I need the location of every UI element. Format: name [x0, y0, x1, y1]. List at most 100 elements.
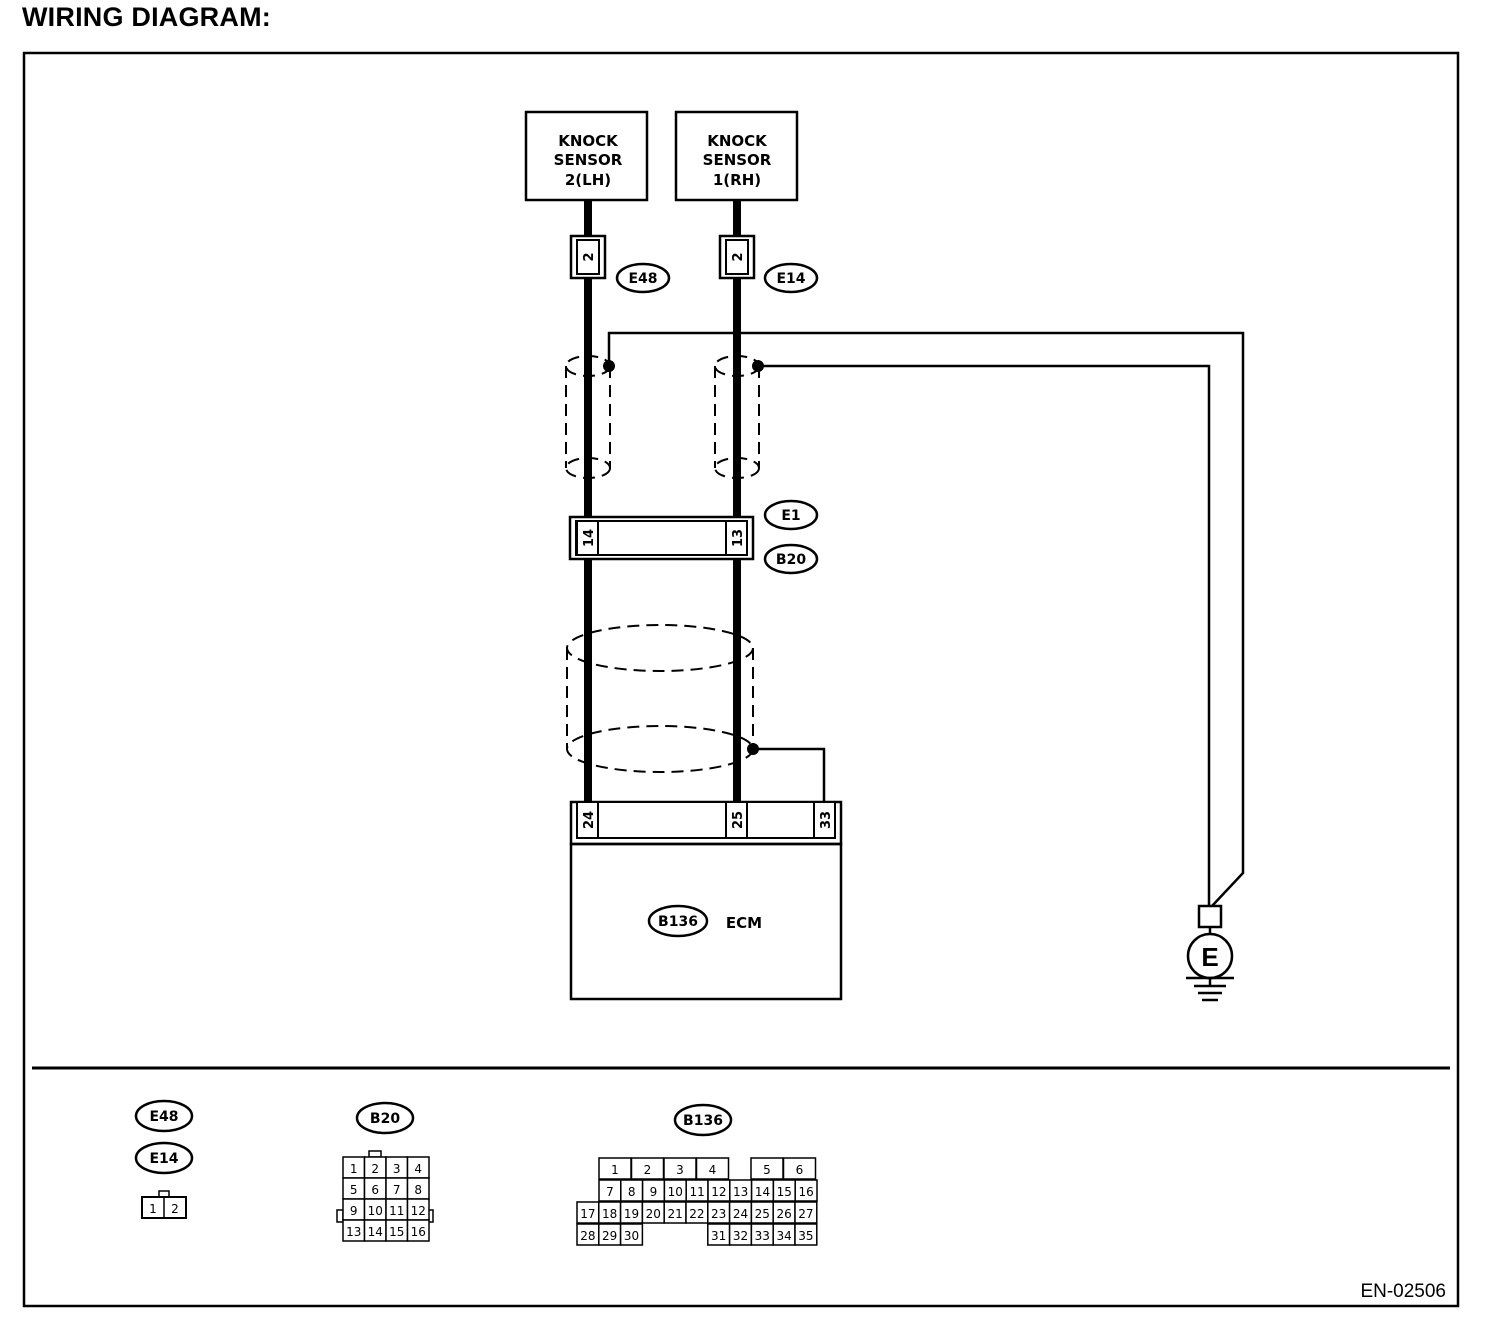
pin-number: 14: [368, 1225, 383, 1239]
pin-number: 15: [389, 1225, 404, 1239]
legend-e48-e14: E48 E14 1 2: [134, 1099, 194, 1219]
pin-number: 4: [414, 1162, 422, 1176]
pin-number: 32: [733, 1229, 748, 1243]
pin-number: 22: [689, 1207, 704, 1221]
pin-cell: [619, 1223, 644, 1246]
tag-e14-label: E14: [776, 271, 805, 287]
pin-number: 23: [711, 1207, 726, 1221]
pin-number: 3: [676, 1163, 684, 1177]
page-title: WIRING DIAGRAM:: [22, 2, 271, 32]
pin-number: 8: [628, 1185, 636, 1199]
pin-number: 13: [346, 1225, 361, 1239]
pin-number: 9: [650, 1185, 658, 1199]
pin-number: 14: [755, 1185, 770, 1199]
tag-e1-label: E1: [781, 508, 800, 524]
shield-drain-wire-ecm: [747, 743, 826, 802]
pin-number: 6: [796, 1163, 804, 1177]
pin-number: 17: [580, 1207, 595, 1221]
pin-number: 2: [371, 1162, 379, 1176]
pin-cell: [794, 1201, 818, 1224]
tag-e48-label: E48: [628, 271, 657, 287]
knock-sensor-rh-line1: KNOCK: [707, 132, 768, 150]
e1-pin-lh: 14: [582, 529, 597, 547]
pin-number: 2: [644, 1163, 652, 1177]
e48-pin-number: 2: [582, 252, 597, 261]
pin-number: 9: [350, 1204, 358, 1218]
ecm-box: B136 ECM: [569, 842, 843, 1001]
pin-number: 27: [798, 1207, 813, 1221]
tag-e48: E48: [615, 262, 671, 294]
pin-number: 5: [350, 1183, 358, 1197]
ground-symbol: E: [1186, 904, 1234, 1002]
shield-drain-wire-lh: [603, 331, 1245, 907]
ground-label: E: [1201, 942, 1218, 972]
ecm-pin-shield: 33: [819, 811, 834, 829]
pin-number: 3: [393, 1162, 401, 1176]
pin-number: 11: [389, 1204, 404, 1218]
tag-b20-label: B20: [776, 552, 806, 568]
pin-number: 6: [371, 1183, 379, 1197]
pin-number: 1: [350, 1162, 358, 1176]
ecm-pin-lh: 24: [582, 811, 597, 829]
pin-number: 25: [755, 1207, 770, 1221]
pin-number: 26: [776, 1207, 791, 1221]
pin-cell: [794, 1223, 818, 1246]
pin-number: 19: [624, 1207, 639, 1221]
pin-number: 8: [414, 1183, 422, 1197]
pin-number: 15: [777, 1185, 792, 1199]
pin-number: 24: [733, 1207, 748, 1221]
connector-e1-b20: 14 13: [568, 515, 755, 561]
pin-number: 4: [709, 1163, 717, 1177]
ecm-connector: 24 25 33: [569, 800, 843, 846]
tag-b20: B20: [763, 543, 819, 575]
pin-number: 1: [611, 1163, 619, 1177]
knock-sensor-rh-line3: 1(RH): [713, 171, 761, 189]
pin-cell: [695, 1157, 730, 1180]
diagram-frame: [22, 51, 1460, 1308]
pin-cell: [406, 1219, 430, 1242]
pin-number: 10: [368, 1204, 383, 1218]
connector-e14: 2: [718, 234, 756, 280]
legend-tag-e48: E48: [149, 1109, 178, 1125]
legend-e48-cell: 1: [149, 1202, 157, 1216]
legend-tag-b20: B20: [370, 1111, 400, 1127]
shield-lower: [566, 624, 754, 773]
pin-number: 16: [798, 1185, 813, 1199]
pin-number: 30: [624, 1229, 639, 1243]
pin-cell: [782, 1157, 817, 1180]
figure-code: EN-02506: [1360, 1281, 1446, 1302]
e1-pin-rh: 13: [731, 529, 746, 547]
pin-number: 5: [763, 1163, 771, 1177]
knock-sensor-rh-line2: SENSOR: [703, 151, 772, 169]
pin-number: 12: [711, 1185, 726, 1199]
tag-b136-label: B136: [658, 914, 698, 930]
pin-number: 35: [798, 1229, 813, 1243]
pin-number: 10: [668, 1185, 683, 1199]
legend-tag-e14: E14: [149, 1151, 178, 1167]
pin-number: 29: [602, 1229, 617, 1243]
knock-sensor-lh-line3: 2(LH): [565, 171, 611, 189]
pin-number: 21: [667, 1207, 682, 1221]
tag-e1: E1: [763, 499, 819, 531]
pin-number: 33: [755, 1229, 770, 1243]
pin-number: 16: [411, 1225, 426, 1239]
pin-number: 12: [411, 1204, 426, 1218]
pin-number: 7: [606, 1185, 614, 1199]
ecm-pin-rh: 25: [731, 811, 746, 829]
pin-number: 34: [776, 1229, 791, 1243]
pin-number: 11: [689, 1185, 704, 1199]
shield-drain-wire-rh: [752, 360, 1211, 906]
pin-number: 7: [393, 1183, 401, 1197]
legend-e48-cell: 2: [171, 1202, 179, 1216]
pin-number: 31: [711, 1229, 726, 1243]
pin-cell: [794, 1179, 818, 1202]
connector-e48: 2: [569, 234, 607, 280]
pin-number: 28: [580, 1229, 595, 1243]
pin-number: 20: [646, 1207, 661, 1221]
ecm-label: ECM: [726, 914, 762, 932]
